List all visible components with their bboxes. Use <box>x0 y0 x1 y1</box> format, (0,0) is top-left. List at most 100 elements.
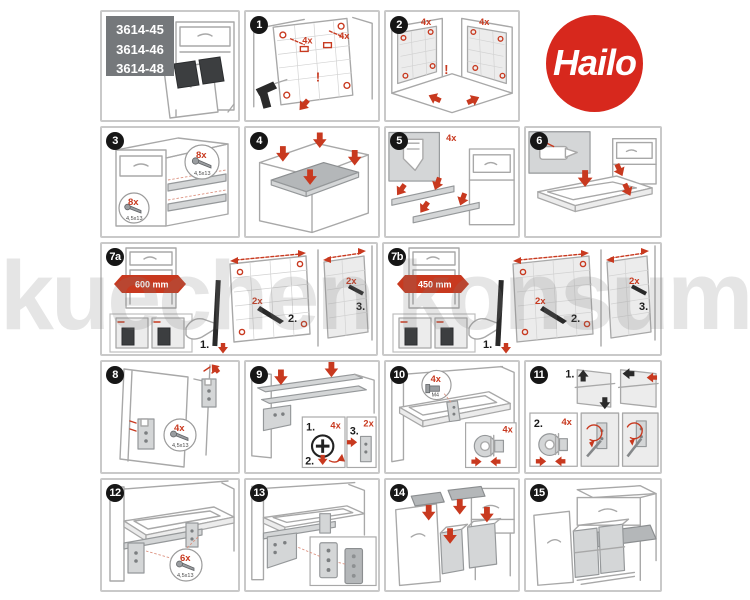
step-badge: 12 <box>106 484 124 502</box>
count-label: 4x <box>330 421 341 431</box>
panel-step-14: 14 <box>384 478 520 592</box>
cabinet-width-icon: 600 mm <box>114 247 186 309</box>
count-label: 2x <box>535 296 546 307</box>
support-bracket <box>266 532 298 569</box>
screw-callout: 4x 4,5x13 <box>163 418 197 452</box>
wall-template: 2x 2. <box>229 250 311 343</box>
frame-drawing <box>398 391 511 428</box>
count-label: 2x <box>629 276 640 287</box>
count-label: 4x <box>561 417 572 427</box>
panel-models: 3614-45 3614-46 3614-48 <box>100 10 240 122</box>
count-label: 8x <box>128 197 139 208</box>
model-number: 3614-45 <box>116 22 164 37</box>
bolt-size-label: M4 <box>432 393 439 399</box>
count-label: 2x <box>363 419 374 429</box>
step3-drawing: 8x 4,5x13 8x 4,5x13 <box>115 137 229 227</box>
step8-drawing: 4x 4,5x13 <box>119 364 221 468</box>
width-label: 450 mm <box>418 280 452 290</box>
plate-inset <box>296 536 377 587</box>
count-label: 4x <box>302 36 313 46</box>
panel-step-11: 11 1. 2. 4x <box>524 360 662 474</box>
waste-bin <box>439 523 469 575</box>
substep-label: 2. <box>534 418 543 430</box>
hook-inset: 3. 2x <box>346 416 377 469</box>
template-pair-inset <box>109 313 193 353</box>
step11-drawing: 1. 2. 4x <box>529 368 659 467</box>
screw-size-label: 4,5x13 <box>126 216 143 222</box>
count-label: 2x <box>346 276 357 287</box>
screwdriver-detail <box>621 412 659 467</box>
step-badge: 3 <box>106 132 124 150</box>
screw-size-label: 4,5x13 <box>194 171 211 177</box>
panel-step-9: 9 1. 4x 2. 3. 2 <box>244 360 380 474</box>
side-wall-template: 2x 3. <box>600 245 656 347</box>
adjuster-inset: 4x <box>465 422 517 469</box>
screw-icon <box>170 430 189 442</box>
hand-icon <box>468 318 501 340</box>
step13-drawing <box>251 481 377 587</box>
step7b-drawing: 450 mm 1. 2x <box>392 245 656 354</box>
cabinet-width-icon: 450 mm <box>397 247 469 309</box>
step-badge: 14 <box>390 484 408 502</box>
fixing-strip <box>212 279 221 347</box>
panel-step-7b: 7b 450 mm 1. <box>382 242 662 356</box>
screw-size-label: 4,5x13 <box>172 443 189 449</box>
substep-label: 1. <box>565 369 574 381</box>
model-numbers-label: 3614-45 3614-46 3614-48 <box>106 16 174 76</box>
pencil-icon <box>540 306 567 324</box>
step-badge: 15 <box>530 484 548 502</box>
width-label: 600 mm <box>135 280 169 290</box>
count-label: 4x <box>339 31 350 41</box>
count-label: 4x <box>446 133 457 143</box>
step15-drawing <box>533 485 657 586</box>
panel-step-4: 4 <box>244 126 380 238</box>
step-badge: 4 <box>250 132 268 150</box>
hailo-logo: Hailo <box>546 15 643 112</box>
step9-drawing: 1. 4x 2. 3. 2x <box>251 362 377 469</box>
substep-label: 1. <box>200 339 209 351</box>
count-label: 6x <box>180 553 191 564</box>
step6-drawing <box>528 131 657 213</box>
step-badge: 1 <box>250 16 268 34</box>
model-number: 3614-48 <box>116 61 164 76</box>
hailo-logo-text: Hailo <box>552 42 637 83</box>
substep-label: 3. <box>356 301 365 313</box>
screw-callout: 8x 4,5x13 <box>118 192 150 224</box>
step-badge: 8 <box>106 366 124 384</box>
bin-lid <box>447 485 486 501</box>
door-bracket <box>129 418 155 450</box>
warning-mark: ! <box>444 63 448 77</box>
bin-lid <box>410 491 445 507</box>
count-label: 2x <box>252 296 263 307</box>
step1-drawing: 4x 4x ! <box>253 16 373 111</box>
substep-label: 1. <box>483 339 492 351</box>
step-badge: 2 <box>390 16 408 34</box>
substep-label: 3. <box>639 301 648 313</box>
cabinet-overview-drawing <box>163 21 235 119</box>
screw-callout: 8x 4,5x13 <box>184 144 220 180</box>
step7a-drawing: 600 mm 1. 2x <box>109 245 373 354</box>
step-badge: 7b <box>388 248 406 266</box>
knob-inset: 2. 4x <box>529 412 578 467</box>
count-label: 4x <box>479 17 490 27</box>
panel-step-6: 6 <box>524 126 662 238</box>
adjust-inset: 1. 4x 2. <box>301 416 346 469</box>
panel-step-2: 2 4x 4x ! <box>384 10 520 122</box>
width-ribbon <box>397 275 469 293</box>
waste-bins <box>572 518 630 578</box>
substep-label: 2. <box>305 456 314 468</box>
panel-step-5: 5 4x <box>384 126 520 238</box>
panel-step-3: 3 8x 4,5x13 8x <box>100 126 240 238</box>
pullout-front <box>395 503 442 587</box>
frame-drawing <box>537 175 653 213</box>
step12-drawing: 6x 4,5x13 <box>109 480 235 582</box>
screw-icon <box>191 157 212 169</box>
step-badge: 10 <box>390 366 408 384</box>
panel-step-13: 13 <box>244 478 380 592</box>
align-diagram <box>617 368 659 408</box>
screw-callout: 6x 4,5x13 <box>169 548 203 582</box>
screw-size-label: 4,5x13 <box>177 573 194 579</box>
step2-drawing: 4x 4x ! <box>391 17 513 114</box>
step-badge: 6 <box>530 132 548 150</box>
